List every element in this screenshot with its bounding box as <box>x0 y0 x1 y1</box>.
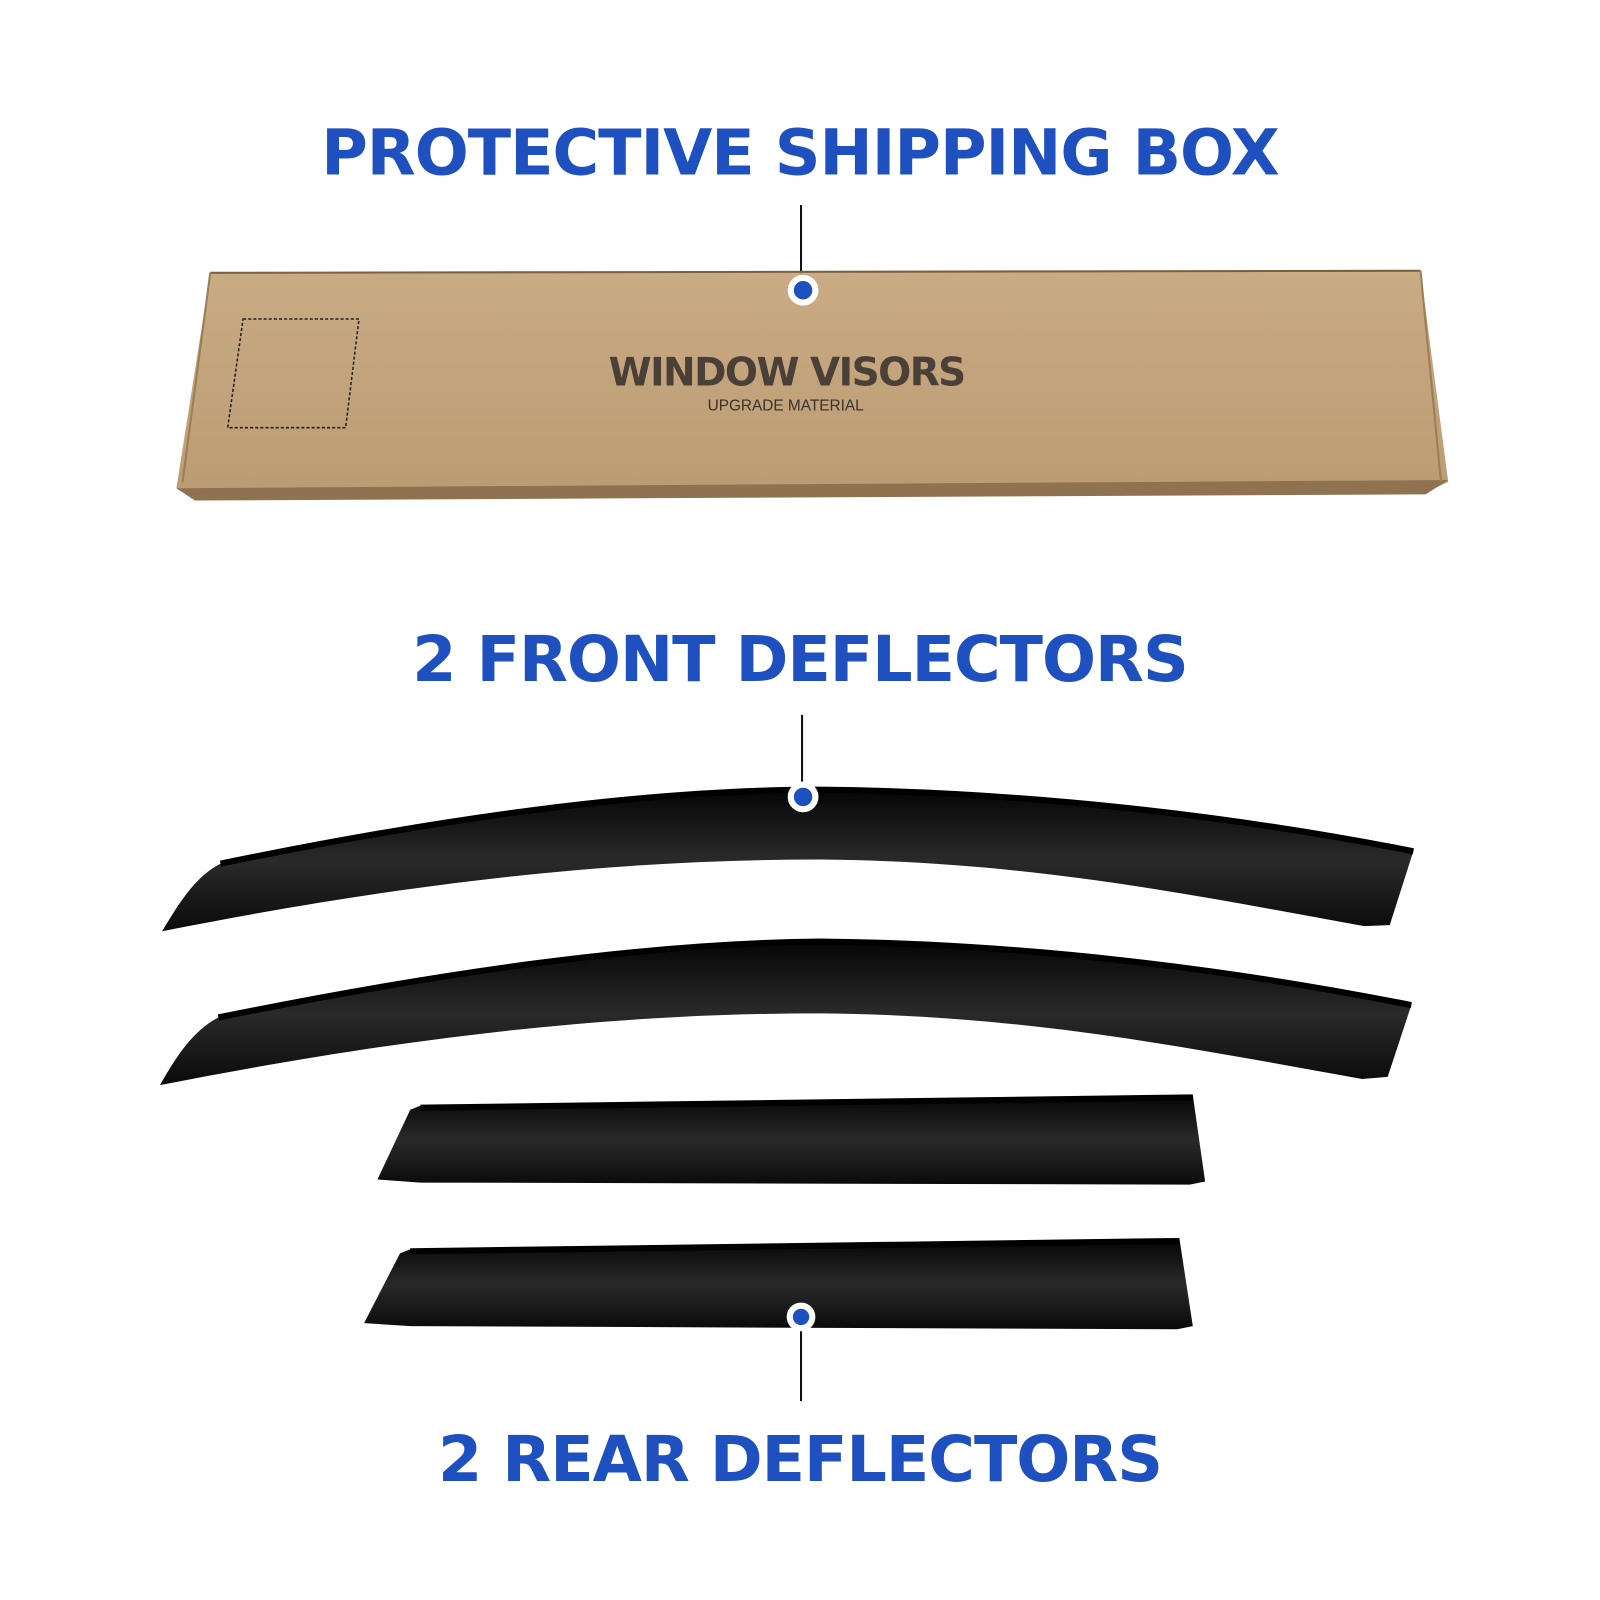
box-print-subtitle: UPGRADE MATERIAL <box>708 397 865 414</box>
label-front-deflectors: 2 FRONT DEFLECTORS <box>412 622 1187 696</box>
label-shipping-box: PROTECTIVE SHIPPING BOX <box>321 115 1279 189</box>
shipping-box: WINDOW VISORS UPGRADE MATERIAL <box>176 269 1449 501</box>
rear-deflector-1 <box>377 1095 1206 1185</box>
label-placeholder-box <box>226 318 360 429</box>
callout-dot-box <box>787 274 819 306</box>
front-deflector-2 <box>160 941 1412 1086</box>
callout-dot-front <box>787 781 819 813</box>
front-deflector-1 <box>162 789 1414 932</box>
label-rear-deflectors: 2 REAR DEFLECTORS <box>438 1422 1162 1496</box>
box-print-title: WINDOW VISORS <box>609 351 965 396</box>
callout-dot-rear <box>786 1302 816 1332</box>
rear-deflector-2 <box>364 1238 1193 1330</box>
